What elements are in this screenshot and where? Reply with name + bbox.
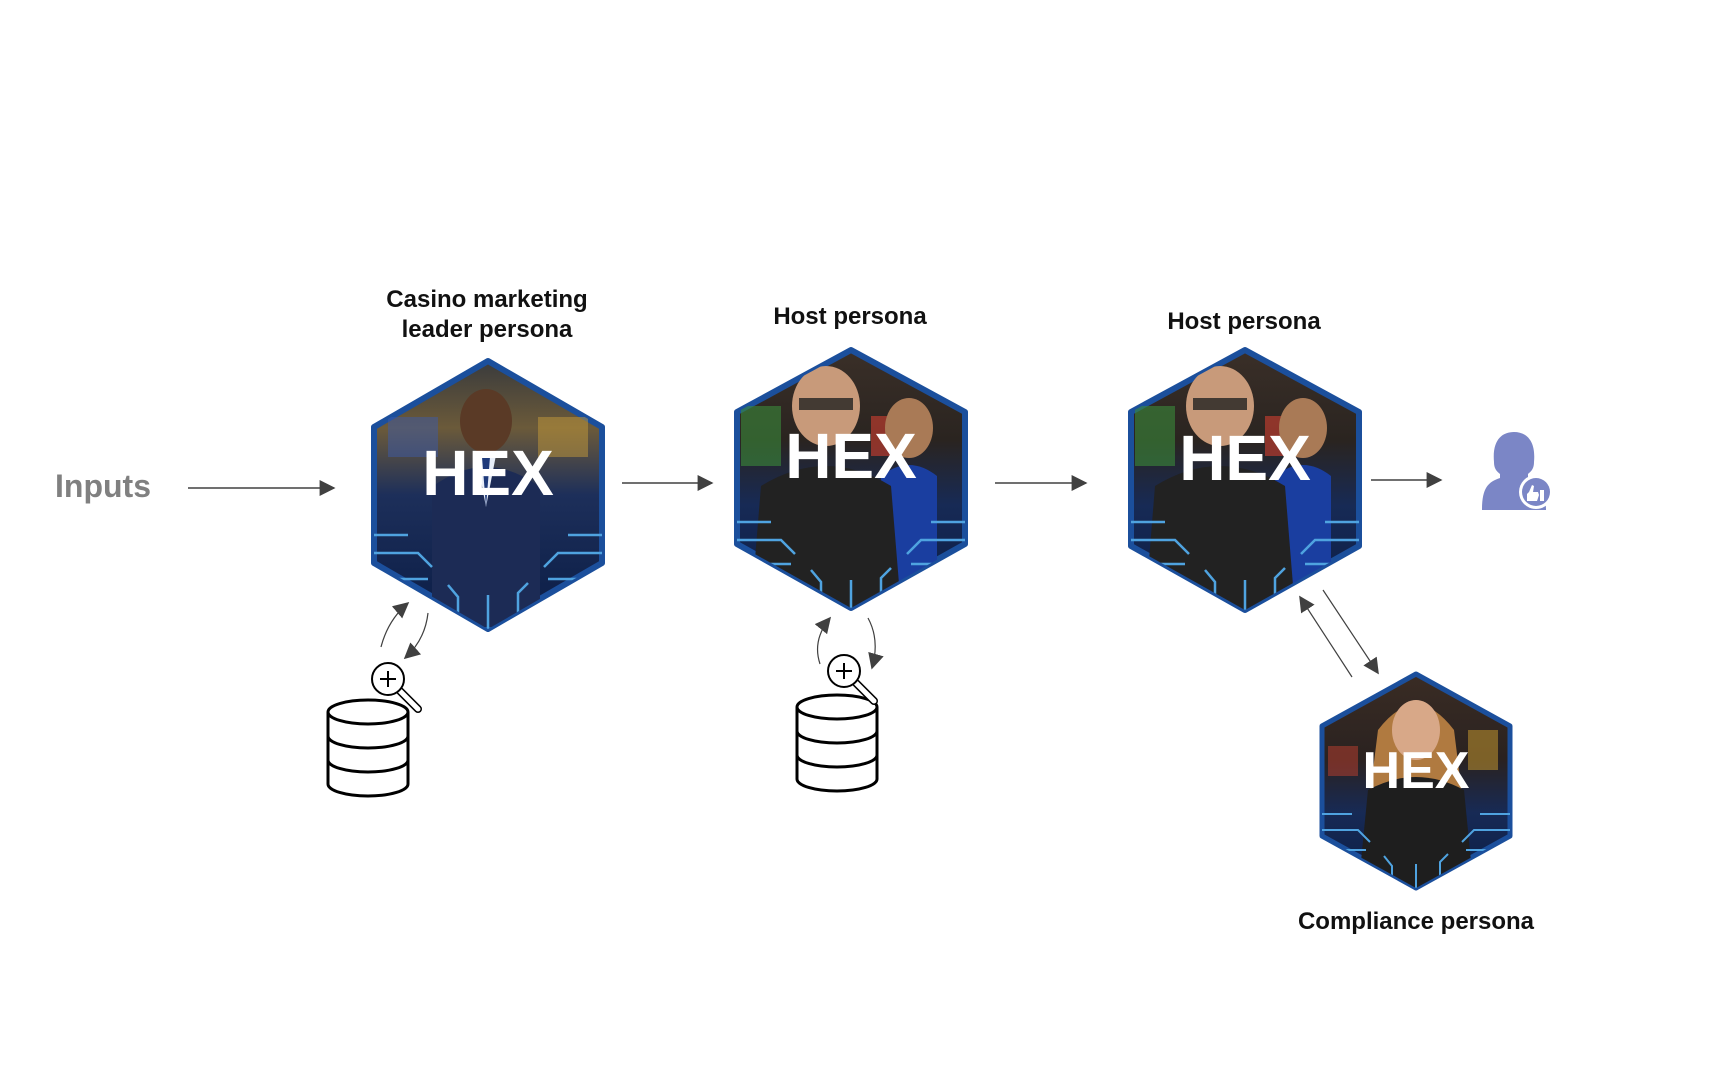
persona-photo [388, 389, 588, 627]
marketing-leader-persona-hex[interactable]: HEX [368, 357, 608, 633]
magnifier-plus-icon [827, 654, 878, 705]
hex-badge-text: HEX [1363, 742, 1470, 800]
curved-arrow-hex1-to-db1 [403, 612, 429, 660]
database-icon [326, 698, 410, 798]
arrow-compliance-to-host2 [1299, 595, 1353, 678]
user-approved-icon [1482, 432, 1553, 510]
marketing-leader-title-line1: Casino marketing [386, 286, 588, 313]
hex-badge-text: HEX [785, 420, 917, 492]
database-icon [795, 693, 879, 793]
arrow-host2-to-compliance [1322, 589, 1379, 675]
curved-arrow-db1-to-hex1 [380, 601, 410, 648]
magnifier-plus-icon [371, 662, 422, 713]
hex-badge-text: HEX [422, 437, 554, 509]
host-persona-1-hex[interactable]: HEX [731, 346, 971, 612]
inputs-label: Inputs [55, 468, 151, 504]
compliance-persona-title: Compliance persona [1297, 908, 1535, 935]
host-persona-2-hex[interactable]: HEX [1125, 346, 1365, 614]
marketing-leader-title: Casino marketing leader persona [367, 285, 607, 345]
curved-arrow-db2-to-hex2 [814, 616, 832, 665]
persona-photo [741, 366, 937, 608]
host-persona-2-title: Host persona [1167, 308, 1321, 335]
host-persona-1-title: Host persona [773, 303, 927, 330]
persona-photo [1328, 700, 1498, 888]
curved-arrow-hex2-to-db2 [867, 617, 884, 670]
compliance-persona-hex[interactable]: HEX [1318, 670, 1514, 892]
hex-badge-text: HEX [1179, 422, 1311, 494]
marketing-leader-title-line2: leader persona [401, 316, 573, 343]
